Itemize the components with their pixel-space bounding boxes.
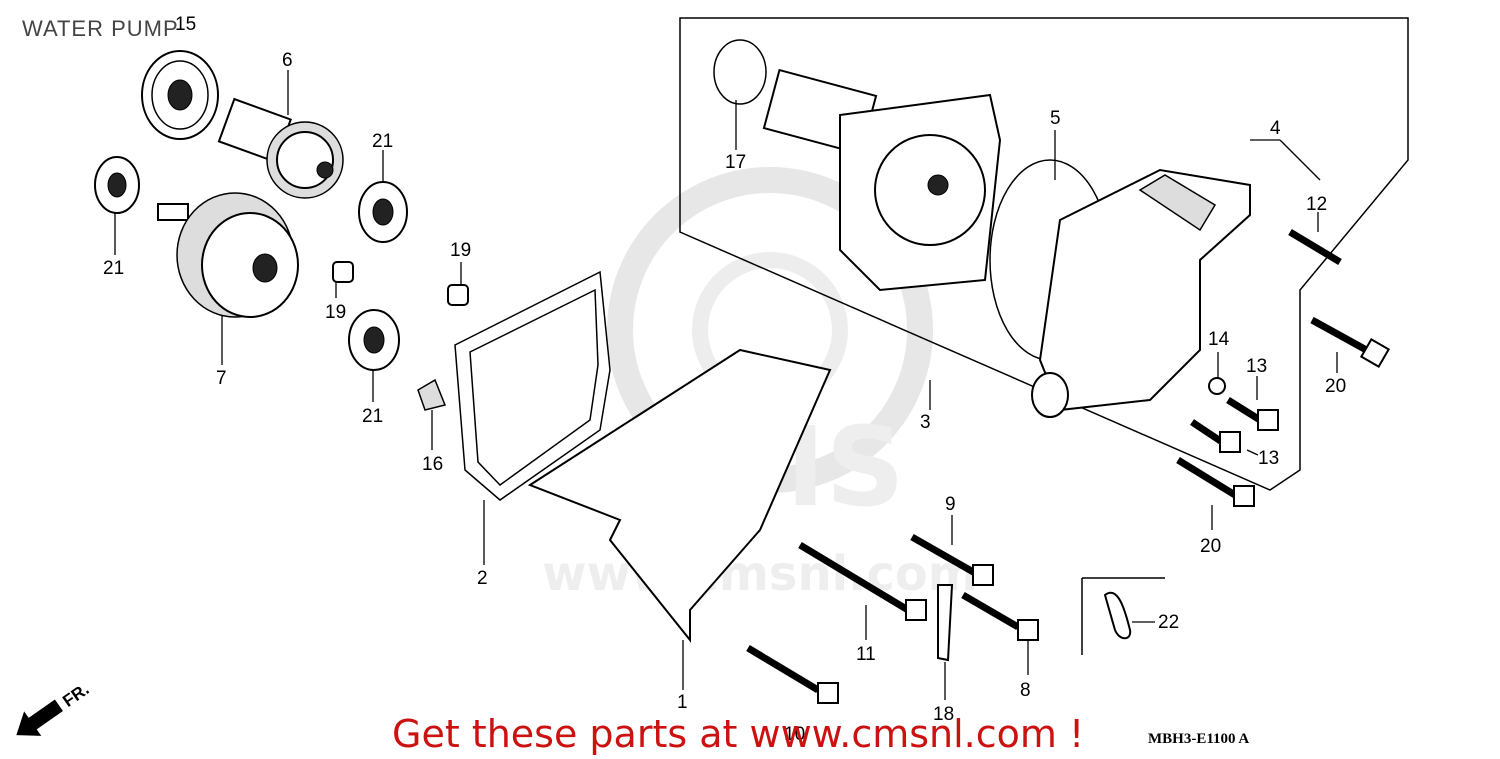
callout-17: 17 (725, 152, 746, 173)
callout-2: 2 (477, 568, 488, 589)
clip-22 (1081, 577, 1165, 655)
leader-lines (114, 70, 1338, 700)
oil-seal-16 (417, 378, 447, 411)
callout-16: 16 (422, 454, 443, 475)
dowel-pin-19-lower (332, 261, 354, 283)
gear-assembly-7 (157, 192, 299, 318)
callout-20-lower: 20 (1200, 536, 1221, 557)
bolt-12 (1288, 228, 1342, 266)
front-direction-arrow-icon: FR. (16, 680, 93, 736)
callout-6: 6 (282, 50, 293, 71)
washer-14 (1208, 377, 1226, 395)
callout-7: 7 (216, 368, 227, 389)
pump-cover-4 (1031, 168, 1251, 418)
callout-18: 18 (933, 704, 954, 725)
callout-19-lower: 19 (325, 302, 346, 323)
promo-banner: Get these parts at www.cmsnl.com ! (392, 712, 1085, 756)
callout-12: 12 (1306, 194, 1327, 215)
bearing-21-left (94, 156, 140, 214)
bearing-21-lower (348, 309, 400, 371)
callout-21-lower: 21 (362, 406, 383, 427)
callout-14: 14 (1208, 329, 1230, 350)
cover-1 (527, 348, 832, 643)
callout-3: 3 (920, 412, 931, 433)
callout-15: 15 (175, 14, 196, 35)
o-ring-17 (713, 39, 767, 105)
gasket-2 (454, 270, 611, 501)
callout-21-upper: 21 (372, 131, 393, 152)
callout-13-lower: 13 (1258, 448, 1279, 469)
pump-gear-shaft-6 (217, 97, 344, 199)
callout-1: 1 (677, 692, 688, 713)
callout-4: 4 (1270, 118, 1281, 139)
callout-22: 22 (1158, 612, 1179, 633)
assembly-outline (679, 17, 1409, 491)
bolt-20-lower (1176, 457, 1255, 507)
diagram-title: WATER PUMP (22, 16, 179, 41)
callout-10: 10 (784, 724, 805, 745)
pump-body-3 (762, 68, 1002, 292)
bolt-13-lower (1190, 419, 1241, 453)
bearing-21-upper (358, 181, 408, 243)
clamp-18 (937, 584, 954, 662)
callout-5: 5 (1050, 108, 1061, 129)
direction-label: FR. (59, 680, 92, 711)
bearing-15 (141, 50, 219, 140)
bolt-13-upper (1226, 397, 1279, 431)
callout-11: 11 (856, 644, 876, 665)
callout-20-upper: 20 (1325, 376, 1346, 397)
callout-8: 8 (1020, 680, 1031, 701)
bolt-20-upper (1310, 316, 1391, 369)
callout-21-left: 21 (103, 258, 124, 279)
bolt-10 (746, 644, 839, 704)
callout-9: 9 (945, 494, 956, 515)
bolt-8 (961, 591, 1039, 641)
bolt-9 (910, 533, 994, 586)
watermark-url: www.cmsnl.com (542, 546, 978, 602)
bolt-11 (798, 542, 927, 621)
diagram-code: MBH3-E1100 A (1148, 731, 1250, 747)
dowel-pin-19-upper (447, 284, 469, 306)
callout-13-upper: 13 (1246, 356, 1267, 377)
callout-19-upper: 19 (450, 240, 471, 261)
